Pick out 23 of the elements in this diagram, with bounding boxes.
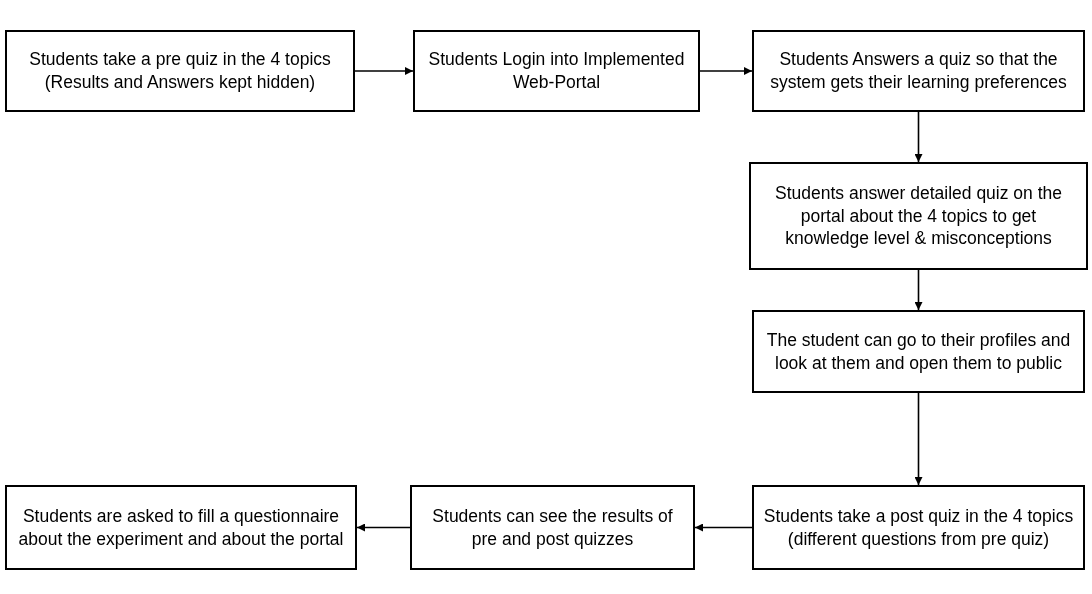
step-text: Students are asked to fill a questionnaire about the experiment and about the portal <box>17 504 345 551</box>
arrow <box>354 67 414 75</box>
step-text: The student can go to their profiles and look at them and open them to public <box>765 328 1072 375</box>
process-box <box>752 485 1085 570</box>
arrow <box>914 392 923 486</box>
step-text: Students can see the results of pre and post quizzes <box>431 504 674 551</box>
process-box <box>752 310 1085 393</box>
arrow <box>694 523 753 532</box>
step-text: Students answer detailed quiz on the portal about the 4 topics to get knowledge level & misconceptions <box>774 181 1063 251</box>
process-box <box>5 30 355 112</box>
arrow <box>914 111 923 163</box>
arrow <box>356 523 411 532</box>
step-text: Students Login into Implemented Web-Portal <box>427 48 686 94</box>
step-text: Students take a post quiz in the 4 topics (different questions from pre quiz) <box>762 504 1075 551</box>
process-box <box>410 485 695 570</box>
step-text: Students take a pre quiz in the 4 topics (Results and Answers kept hidden) <box>28 48 332 94</box>
process-box <box>413 30 700 112</box>
process-box <box>749 162 1088 270</box>
arrow <box>699 67 753 75</box>
process-box <box>5 485 357 570</box>
arrow <box>914 269 923 311</box>
step-text: Students Answers a quiz so that the system gets their learning preferences <box>769 48 1068 94</box>
process-box <box>752 30 1085 112</box>
